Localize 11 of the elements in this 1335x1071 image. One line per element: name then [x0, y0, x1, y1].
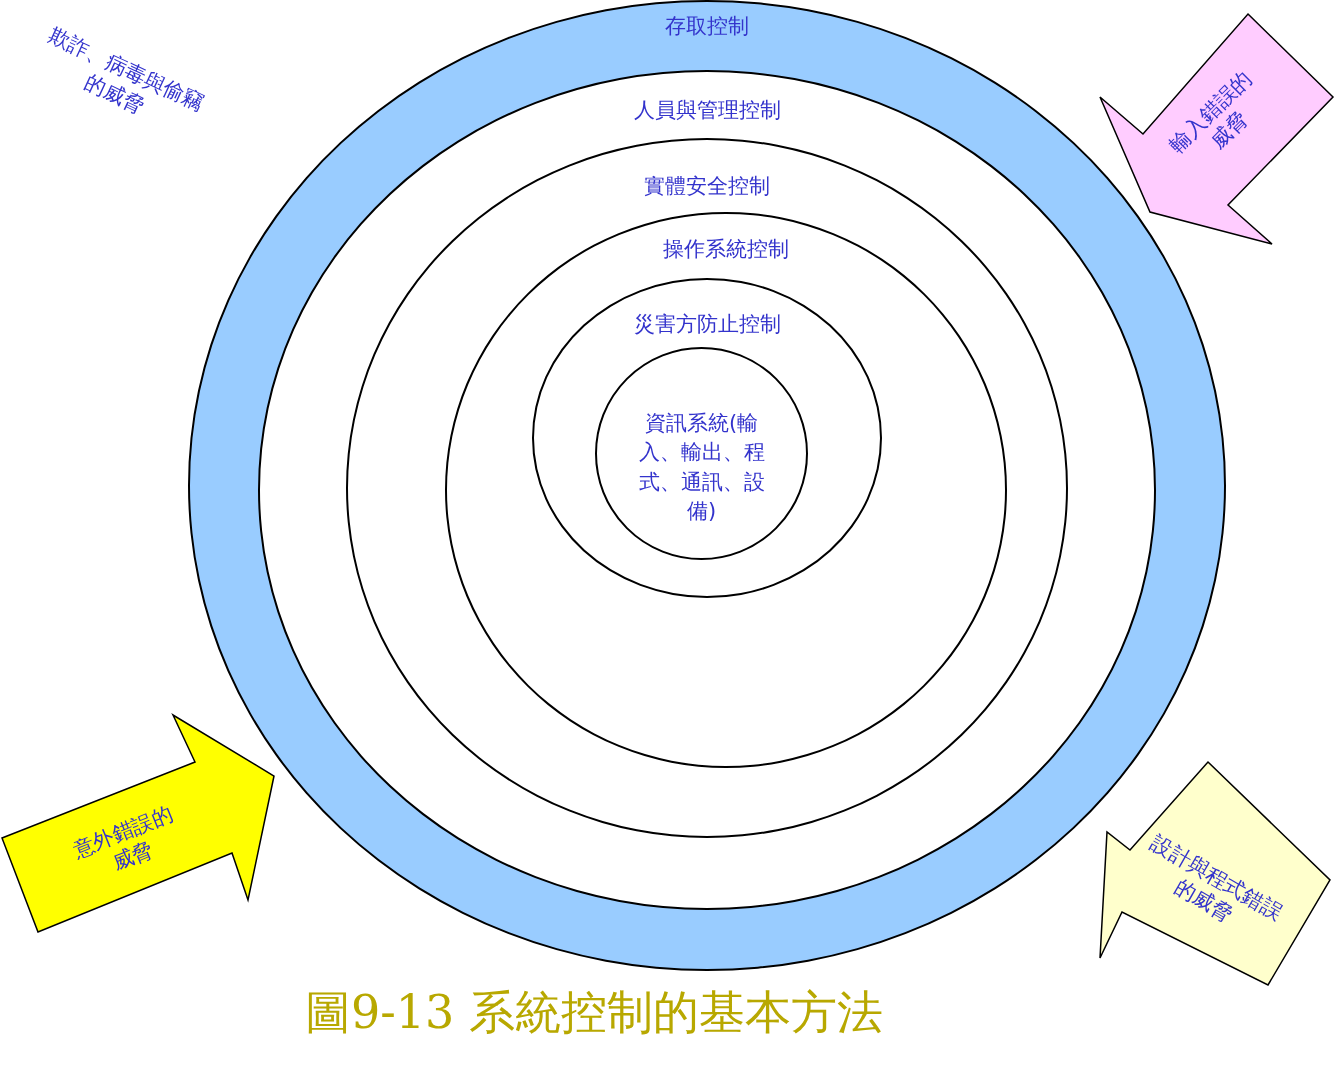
arrow-label: 輸入錯誤的威脅	[1164, 65, 1258, 160]
arrow-label: 意外錯誤的威脅	[68, 800, 178, 878]
ring-label: 存取控制	[665, 13, 749, 40]
caption: 圖9-13 系統控制的基本方法	[305, 984, 883, 1041]
ring-label: 災害方防止控制	[633, 311, 781, 338]
ring-label: 實體安全控制	[644, 173, 770, 200]
threat-note: 欺詐、病毒與偷竊的威脅	[43, 21, 209, 121]
arrow-label: 設計與程式錯誤的威脅	[1145, 829, 1288, 929]
ring-label: 操作系統控制	[663, 236, 789, 263]
ring-label: 資訊系統(輸入、輸出、程式、通訊、設備)	[637, 410, 766, 526]
ring-label: 人員與管理控制	[633, 97, 781, 124]
